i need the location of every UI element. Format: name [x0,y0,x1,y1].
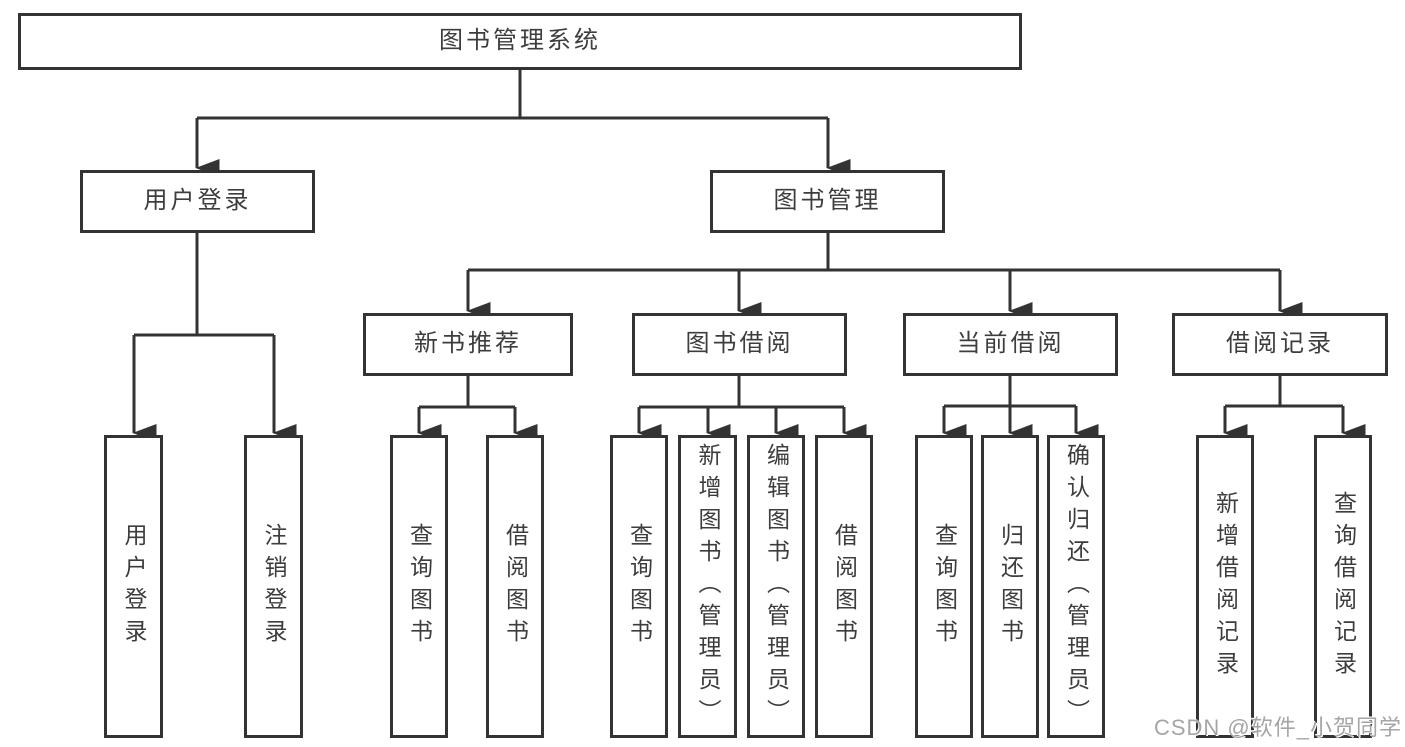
node-book-management: 图书管理 [710,170,945,233]
leaf-confirm-return-admin: 确认归还（管理员） [1047,435,1105,738]
node-label: 查询借阅记录 [1330,490,1357,683]
leaf-user-login: 用户登录 [104,435,163,738]
node-label: 新书推荐 [414,330,522,358]
leaf-edit-books-admin: 编辑图书（管理员） [747,435,805,738]
leaf-query-books-current: 查询图书 [915,435,973,738]
node-label: 用户登录 [121,522,147,651]
node-label: 借阅图书 [502,522,529,651]
node-borrowing-records: 借阅记录 [1172,313,1388,376]
node-label: 确认归还（管理员） [1063,442,1090,731]
node-label: 查询图书 [931,522,958,651]
node-label: 用户登录 [143,187,252,215]
node-book-borrowing: 图书借阅 [632,313,847,376]
leaf-return-books: 归还图书 [981,435,1039,738]
leaf-query-books-recommend: 查询图书 [390,435,448,738]
node-label: 图书借阅 [685,330,794,358]
node-label: 借阅记录 [1226,330,1334,358]
leaf-add-borrow-record: 新增借阅记录 [1196,435,1254,738]
leaf-borrow-books-borrowing: 借阅图书 [815,435,873,738]
node-new-book-recommendation: 新书推荐 [363,313,573,376]
node-label: 归还图书 [997,522,1024,651]
node-label: 借阅图书 [831,522,858,651]
leaf-logout-login: 注销登录 [244,435,303,738]
node-label: 查询图书 [406,522,433,651]
node-label: 新增借阅记录 [1212,490,1239,683]
leaf-add-books-admin: 新增图书（管理员） [678,435,737,738]
leaf-query-borrow-record: 查询借阅记录 [1314,435,1372,738]
leaf-query-books-borrowing: 查询图书 [610,435,668,738]
leaf-borrow-books-recommend: 借阅图书 [486,435,544,738]
node-label: 注销登录 [261,522,287,651]
node-label: 查询图书 [626,522,653,651]
node-label: 图书管理 [773,187,882,215]
node-current-borrowing: 当前借阅 [903,313,1118,376]
node-root: 图书管理系统 [18,13,1022,70]
node-label: 新增图书（管理员） [695,442,721,731]
node-label: 图书管理系统 [439,27,601,55]
node-label: 当前借阅 [956,330,1065,358]
watermark: CSDN @软件_小贺同学 [1153,715,1402,740]
node-user-login: 用户登录 [80,170,315,233]
node-label: 编辑图书（管理员） [763,442,790,731]
